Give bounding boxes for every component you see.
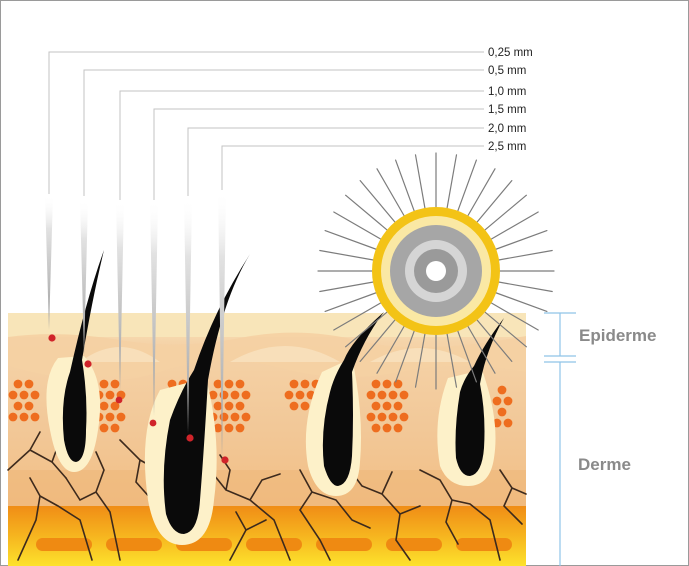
skin-cell: [111, 424, 120, 433]
skin-cell: [9, 413, 18, 422]
blood-dot: [221, 456, 228, 463]
skin-cell: [220, 391, 229, 400]
skin-cell: [236, 424, 245, 433]
skin-cell: [290, 402, 299, 411]
roller-spike: [346, 195, 390, 232]
skin-cell: [400, 391, 409, 400]
skin-cell: [372, 424, 381, 433]
roller-spike: [475, 181, 512, 225]
roller-spike: [360, 181, 397, 225]
skin-cell: [242, 391, 251, 400]
leader-line: [154, 109, 484, 200]
skin-cell: [220, 413, 229, 422]
dermis-label: Derme: [578, 455, 631, 474]
leader-line: [222, 146, 484, 190]
skin-cell: [285, 391, 294, 400]
skin-cell: [301, 402, 310, 411]
needle-length-label: 2,0 mm: [488, 123, 526, 135]
roller-spike: [320, 281, 377, 291]
skin-cell: [367, 391, 376, 400]
needle-length-label: 2,5 mm: [488, 141, 526, 153]
skin-cell: [25, 402, 34, 411]
skin-cell: [389, 413, 398, 422]
skin-cell: [498, 408, 507, 417]
skin-cell: [236, 402, 245, 411]
needle-icon: [45, 195, 53, 330]
skin-cell: [236, 380, 245, 389]
roller-spike: [320, 251, 377, 261]
fat-cell: [36, 538, 92, 551]
fat-cell: [246, 538, 302, 551]
skin-cell: [25, 380, 34, 389]
skin-cell: [367, 413, 376, 422]
skin-cell: [389, 391, 398, 400]
skin-cell: [214, 402, 223, 411]
skin-cell: [378, 413, 387, 422]
skin-cell: [31, 391, 40, 400]
skin-cell: [383, 424, 392, 433]
skin-cell: [378, 391, 387, 400]
skin-cell: [504, 419, 513, 428]
blood-dot: [116, 397, 123, 404]
roller-spike: [495, 281, 552, 291]
roller-axle: [426, 261, 446, 281]
needle-length-label: 0,25 mm: [488, 47, 533, 59]
skin-cell: [20, 413, 29, 422]
skin-cell: [493, 397, 502, 406]
skin-cell: [400, 413, 409, 422]
fat-cell: [386, 538, 442, 551]
blood-dot: [48, 334, 55, 341]
needle-length-labels: 0,25 mm 0,5 mm 1,0 mm 1,5 mm 2,0 mm 2,5 …: [488, 47, 533, 153]
roller-spike: [482, 195, 526, 232]
skin-cell: [242, 413, 251, 422]
skin-cell: [290, 380, 299, 389]
skin-cell: [231, 413, 240, 422]
skin-cell: [31, 413, 40, 422]
roller-spike: [495, 251, 552, 261]
skin-cell: [14, 380, 23, 389]
layer-brackets: [544, 313, 576, 566]
epidermis-label: Epiderme: [579, 326, 656, 345]
skin-cell: [117, 413, 126, 422]
skin-cell: [504, 397, 513, 406]
needle-length-label: 1,5 mm: [488, 104, 526, 116]
skin-cell: [301, 380, 310, 389]
skin-cell: [394, 380, 403, 389]
blood-dot: [150, 420, 157, 427]
fat-cell: [456, 538, 512, 551]
skin-cell: [111, 380, 120, 389]
skin-cell: [383, 380, 392, 389]
roller-spike: [446, 155, 456, 212]
blood-dot: [84, 360, 91, 367]
needle-length-label: 0,5 mm: [488, 65, 526, 77]
needle-length-label: 1,0 mm: [488, 86, 526, 98]
skin-cell: [106, 413, 115, 422]
skin-cell: [231, 391, 240, 400]
skin-cell: [498, 386, 507, 395]
skin-cell: [100, 402, 109, 411]
fat-cell: [106, 538, 162, 551]
skin-cell: [394, 424, 403, 433]
skin-cell: [296, 391, 305, 400]
skin-cell: [106, 391, 115, 400]
skin-cell: [225, 380, 234, 389]
skin-cell: [20, 391, 29, 400]
skin-cell: [225, 424, 234, 433]
skin-cell: [394, 402, 403, 411]
skin-cell: [372, 402, 381, 411]
needle-leader-lines: [49, 52, 484, 200]
skin-cell: [372, 380, 381, 389]
skin-cell: [225, 402, 234, 411]
skin-cell: [383, 402, 392, 411]
blood-dot: [186, 434, 193, 441]
leader-line: [84, 70, 484, 196]
skin-cell: [14, 402, 23, 411]
leader-line: [188, 128, 484, 196]
skin-cell: [100, 424, 109, 433]
skin-cell: [100, 380, 109, 389]
skin-cell: [9, 391, 18, 400]
roller-spike: [416, 155, 426, 212]
